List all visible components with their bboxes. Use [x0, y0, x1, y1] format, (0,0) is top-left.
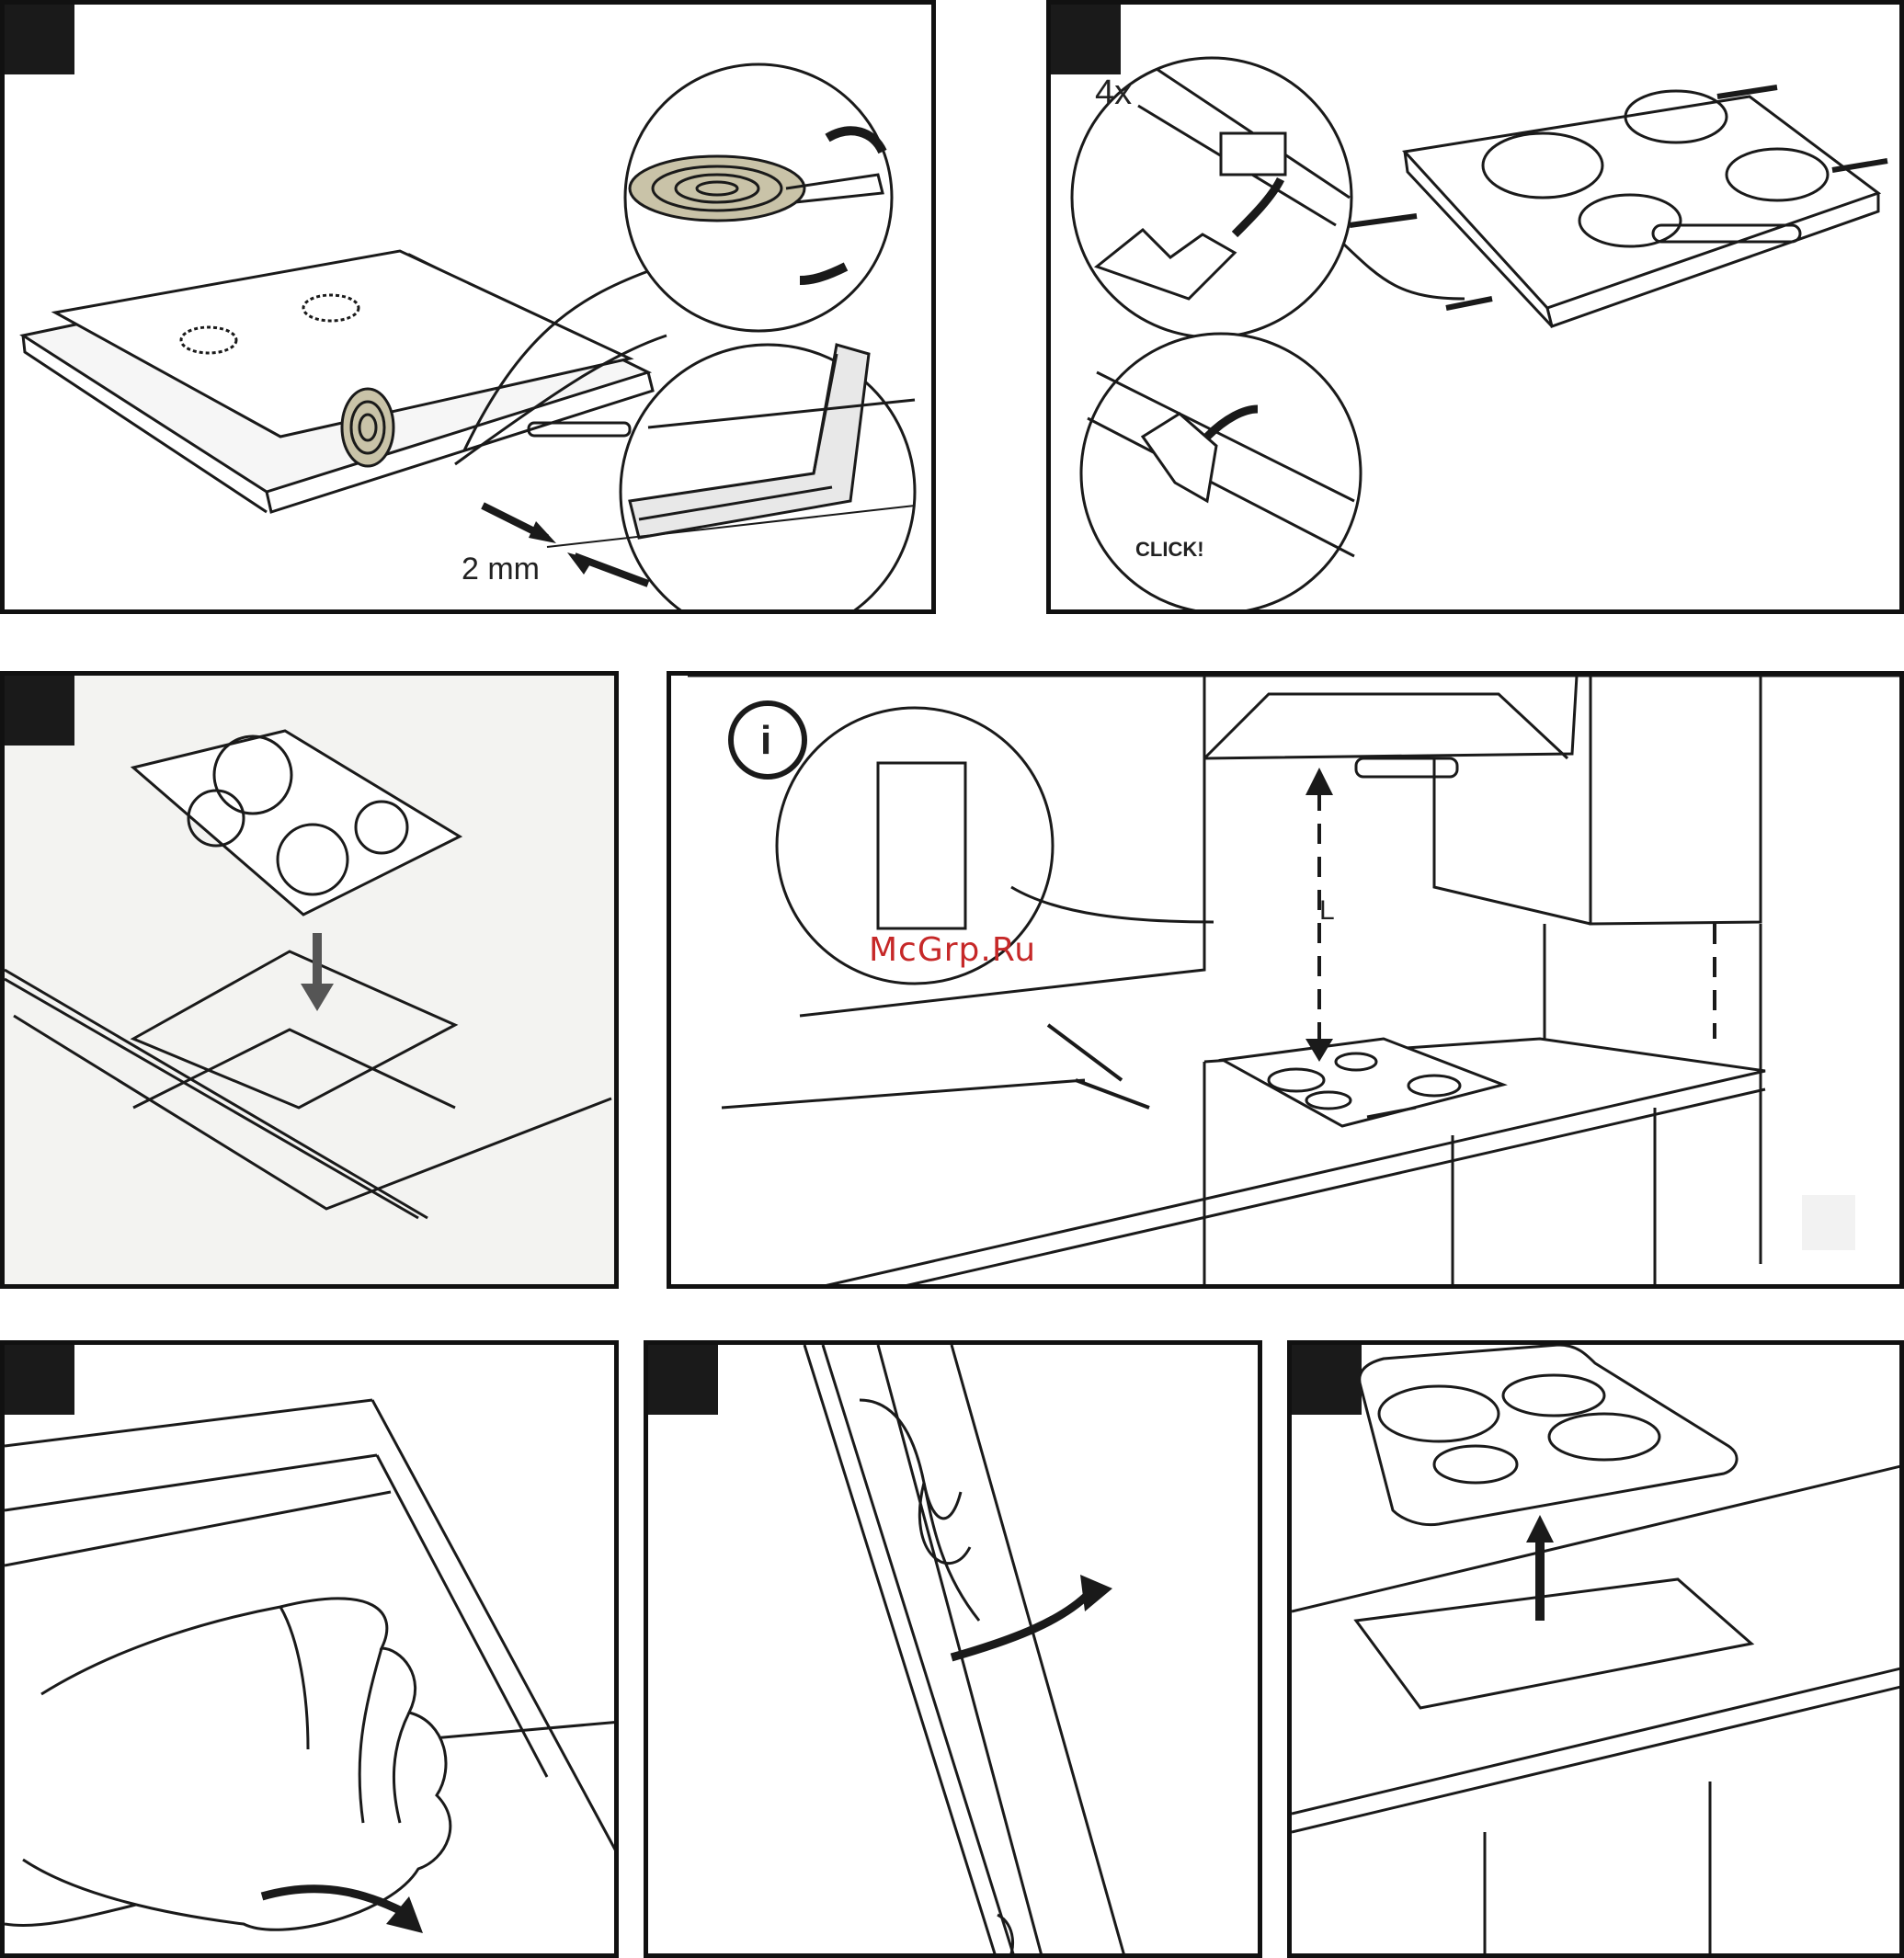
count-label: 4x: [1095, 74, 1132, 112]
press-seal-illustration: [5, 1345, 619, 1958]
gap-label: 2 mm: [462, 552, 540, 586]
distance-label: L: [1319, 895, 1335, 926]
fold-seal-illustration: [648, 1345, 1262, 1958]
watermark: McGrp.Ru: [869, 931, 1036, 969]
step-panel-distances: i L McGrp.Ru: [667, 671, 1904, 1289]
step-panel-fold-seal: [644, 1340, 1262, 1958]
sealing-tape-illustration: 2 mm: [5, 5, 936, 614]
insert-hob-illustration: [5, 676, 619, 1289]
step-panel-remove-hob: [1287, 1340, 1904, 1958]
distances-illustration: i L: [671, 676, 1904, 1289]
click-label: CLICK!: [1135, 538, 1204, 561]
step-panel-press-seal: [0, 1340, 619, 1958]
clips-illustration: 4x CLICK!: [1051, 5, 1904, 614]
step-panel-insert-hob: [0, 671, 619, 1289]
info-symbol: i: [760, 718, 771, 763]
step-panel-sealing-tape: 2 mm: [0, 0, 936, 614]
step-panel-clips: 4x CLICK!: [1046, 0, 1904, 614]
remove-hob-illustration: [1292, 1345, 1904, 1958]
